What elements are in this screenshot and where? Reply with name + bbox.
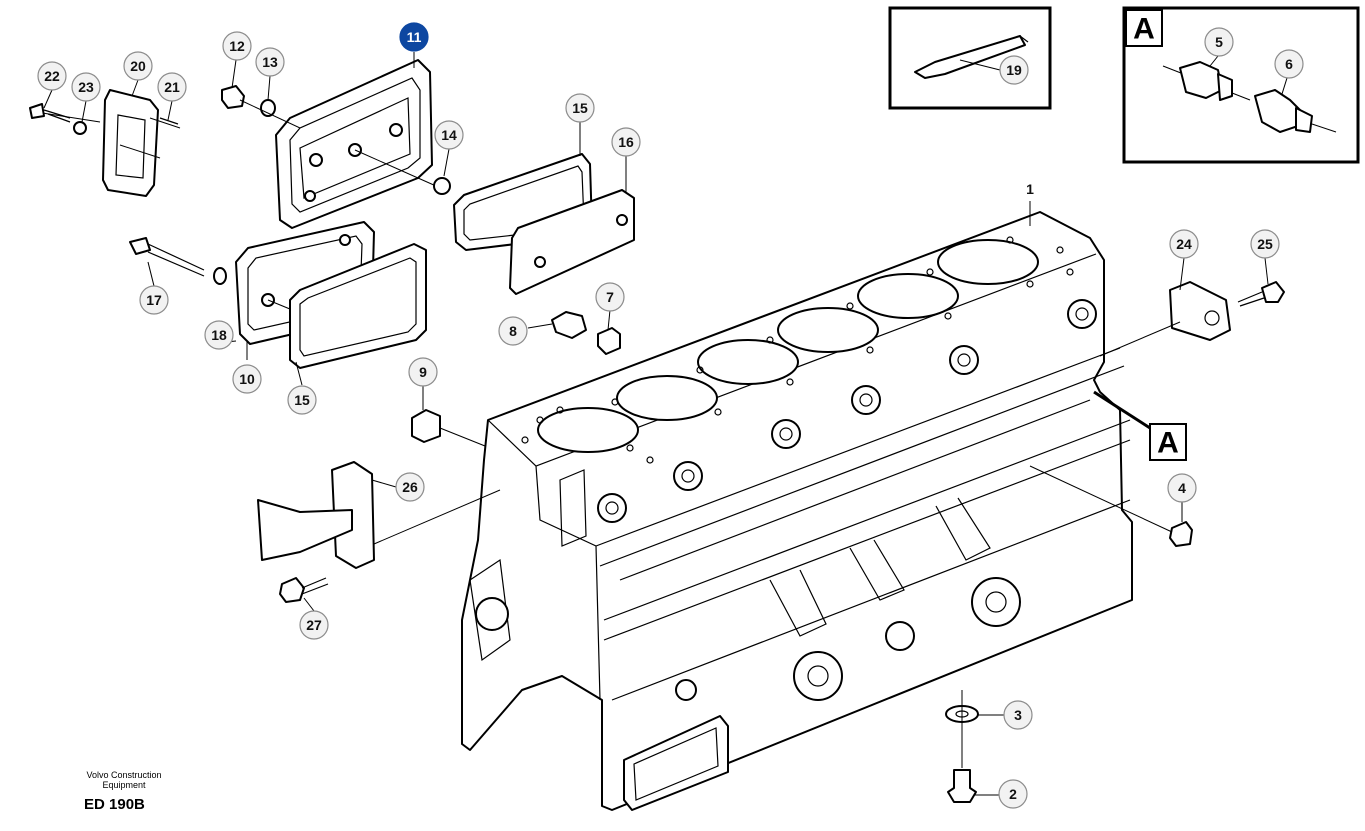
bracket-24 (1099, 281, 1231, 357)
callout-15-lower[interactable]: 15 (287, 385, 317, 415)
svg-text:5: 5 (1215, 34, 1223, 50)
callout-25[interactable]: 25 (1250, 229, 1280, 259)
gasket-15-lower (289, 243, 427, 369)
callout-6[interactable]: 6 (1274, 49, 1304, 79)
cylinder-block (461, 211, 1133, 811)
svg-text:2: 2 (1009, 786, 1017, 802)
callout-15-upper[interactable]: 15 (565, 93, 595, 123)
detail-a-pointer: A (1093, 390, 1187, 461)
svg-text:21: 21 (164, 79, 180, 95)
callout-22[interactable]: 22 (37, 61, 67, 91)
svg-text:14: 14 (441, 127, 457, 143)
callout-17[interactable]: 17 (139, 285, 169, 315)
svg-text:19: 19 (1006, 62, 1022, 78)
detail-a-pointer-letter: A (1157, 427, 1179, 460)
callout-26[interactable]: 26 (395, 472, 425, 502)
sealant-detail-box (888, 6, 1052, 110)
svg-text:1: 1 (1026, 181, 1034, 197)
svg-text:18: 18 (211, 327, 227, 343)
callout-23[interactable]: 23 (71, 72, 101, 102)
side-cover-11 (221, 59, 451, 229)
svg-text:11: 11 (407, 29, 422, 45)
svg-text:4: 4 (1178, 480, 1186, 496)
callout-5[interactable]: 5 (1204, 27, 1234, 57)
svg-text:26: 26 (402, 479, 418, 495)
svg-text:6: 6 (1285, 56, 1293, 72)
screw-27 (279, 577, 329, 603)
svg-text:24: 24 (1176, 236, 1192, 252)
detail-a-letter: A (1133, 13, 1155, 46)
svg-text:23: 23 (78, 79, 94, 95)
svg-text:17: 17 (146, 292, 162, 308)
callout-3[interactable]: 3 (1003, 700, 1033, 730)
callout-12[interactable]: 12 (222, 31, 252, 61)
cover-plate-16 (509, 189, 635, 295)
svg-text:13: 13 (262, 54, 278, 70)
callout-20[interactable]: 20 (123, 51, 153, 81)
callout-2[interactable]: 2 (998, 779, 1028, 809)
svg-text:15: 15 (572, 100, 588, 116)
svg-text:22: 22 (44, 68, 60, 84)
callout-21[interactable]: 21 (157, 72, 187, 102)
brand-line-1: Volvo Construction (86, 770, 162, 780)
plug-4 (1029, 465, 1193, 547)
plug-7 (597, 309, 621, 355)
figure-footer: Volvo Construction Equipment ED 190B (60, 770, 188, 813)
detail-a-box: A (1122, 6, 1360, 164)
svg-text:7: 7 (606, 289, 614, 305)
callout-27[interactable]: 27 (299, 610, 329, 640)
svg-text:8: 8 (509, 323, 517, 339)
callout-11[interactable]: 11 (399, 22, 429, 52)
sensor-8 (527, 311, 587, 339)
callout-1[interactable]: 1 (1026, 181, 1034, 197)
svg-text:3: 3 (1014, 707, 1022, 723)
bracket-26 (257, 461, 501, 569)
callout-8[interactable]: 8 (498, 316, 528, 346)
screw-2 (947, 690, 977, 803)
svg-text:12: 12 (229, 38, 245, 54)
svg-text:25: 25 (1257, 236, 1273, 252)
callout-13[interactable]: 13 (255, 47, 285, 77)
callout-19[interactable]: 19 (999, 55, 1029, 85)
callout-4[interactable]: 4 (1167, 473, 1197, 503)
brand-line-2: Equipment (102, 780, 146, 790)
callout-10[interactable]: 10 (232, 364, 262, 394)
callout-9[interactable]: 9 (408, 357, 438, 387)
svg-text:15: 15 (294, 392, 310, 408)
svg-text:20: 20 (130, 58, 146, 74)
screw-25 (1237, 281, 1285, 307)
callout-24[interactable]: 24 (1169, 229, 1199, 259)
small-cover-group (29, 89, 181, 197)
svg-text:10: 10 (239, 371, 255, 387)
figure-code: ED 190B (84, 796, 145, 813)
callout-7[interactable]: 7 (595, 282, 625, 312)
callout-14[interactable]: 14 (434, 120, 464, 150)
svg-text:27: 27 (306, 617, 322, 633)
svg-text:9: 9 (419, 364, 427, 380)
svg-text:16: 16 (618, 134, 634, 150)
callout-16[interactable]: 16 (611, 127, 641, 157)
callout-18[interactable]: 18 (204, 320, 234, 350)
plug-9 (411, 385, 491, 449)
